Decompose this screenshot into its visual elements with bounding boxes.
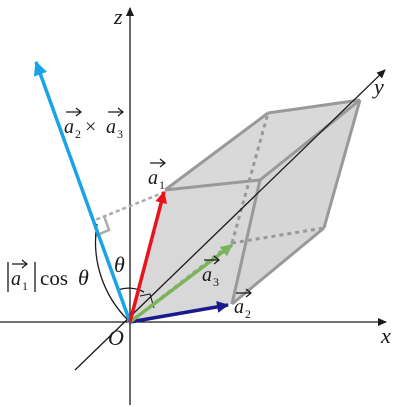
svg-text:a: a <box>11 268 21 290</box>
visible-edges <box>164 98 362 306</box>
svg-text:cos: cos <box>40 266 68 290</box>
solid-face-front <box>130 180 260 322</box>
vector-a1-label: a 1 <box>148 158 166 192</box>
vector-a2-x-a3 <box>33 61 132 323</box>
svg-text:1: 1 <box>22 279 28 293</box>
vector-arrow-accent-icon <box>108 107 124 117</box>
x-axis-label: x <box>380 323 391 348</box>
vector-a3-label: a 3 <box>202 255 220 289</box>
y-axis <box>74 69 386 371</box>
svg-text:a: a <box>202 264 212 286</box>
svg-text:2: 2 <box>245 307 251 321</box>
svg-text:a: a <box>148 167 158 189</box>
projection-label: a 1 cos θ <box>7 259 89 293</box>
vector-arrow-accent-icon <box>236 288 252 298</box>
svg-text:θ: θ <box>78 265 89 290</box>
svg-text:1: 1 <box>159 178 165 192</box>
y-axis-label: y <box>372 74 384 99</box>
svg-text:2: 2 <box>75 127 81 141</box>
vector-arrow-accent-icon <box>66 107 82 117</box>
origin-label: O <box>108 325 124 350</box>
vector-arrow-accent-icon <box>12 259 28 269</box>
vector-a2 <box>129 300 229 324</box>
solid-face-top <box>165 100 360 190</box>
cross-product-label: a 2 × a 3 <box>64 107 124 141</box>
z-axis-label: z <box>113 4 123 29</box>
svg-text:a: a <box>64 116 74 138</box>
vector-a3 <box>128 243 234 324</box>
svg-text:a: a <box>106 116 116 138</box>
vector-arrow-accent-icon <box>150 158 166 168</box>
vector-arrow-accent-icon <box>204 255 220 265</box>
theta-label: θ <box>114 252 125 277</box>
parallelepiped <box>129 98 362 324</box>
solid-face-right <box>232 100 360 304</box>
projection-arc <box>94 223 131 323</box>
svg-text:×: × <box>85 116 96 138</box>
vector-a2-label: a 2 <box>234 288 252 321</box>
svg-text:3: 3 <box>117 127 123 141</box>
svg-text:3: 3 <box>213 275 219 289</box>
projection-line <box>94 190 166 222</box>
svg-text:a: a <box>234 296 244 318</box>
vector-a1 <box>128 191 168 323</box>
